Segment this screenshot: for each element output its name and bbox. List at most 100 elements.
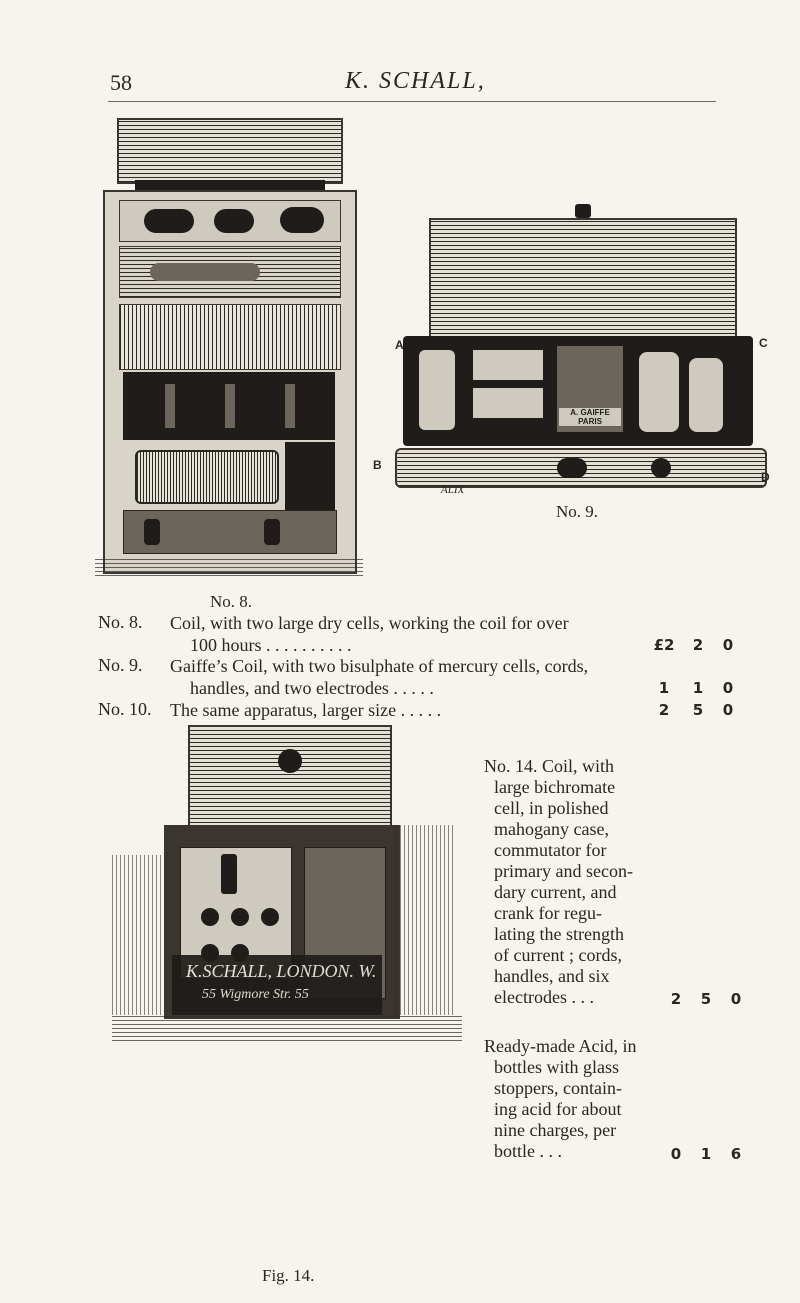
plate-line: 55 Wigmore Str. 55 <box>202 987 309 1002</box>
item-price: 1 1 0 <box>648 679 740 697</box>
running-title: K. SCHALL, <box>345 68 486 94</box>
case-tray: A. GAIFFE PARIS <box>403 336 753 446</box>
item-number: No. 8. <box>98 612 143 632</box>
switch-icon <box>221 854 237 894</box>
price-shillings: 5 <box>700 990 712 1008</box>
maker-label: A. GAIFFE PARIS <box>559 408 621 426</box>
figure-14: K.SCHALL, LONDON. W. 55 Wigmore Str. 55 <box>112 725 462 1045</box>
cell-cylinder <box>419 350 455 430</box>
desc-line: lating the strength <box>494 924 624 944</box>
coil-wire-icon <box>280 207 324 233</box>
figure-no9-caption: No. 9. <box>556 502 599 521</box>
desc-line: ing acid for about <box>494 1099 622 1119</box>
header-rule <box>108 101 716 102</box>
shadow-side <box>112 855 164 1015</box>
binding-post-icon <box>144 519 160 545</box>
lock-icon <box>557 458 587 478</box>
item14-description: No. 14. Coil, with large bichromate cell… <box>484 756 664 1008</box>
acid-description: Ready-made Acid, in bottles with glass s… <box>484 1036 664 1162</box>
figure-no8-caption: No. 8. <box>210 592 253 611</box>
desc-line: Ready-made Acid, in <box>484 1036 637 1056</box>
item-description-line: Gaiffe’s Coil, with two bisulphate of me… <box>170 656 589 676</box>
price-pounds: 2 <box>670 990 682 1008</box>
shadow-side <box>396 825 456 1015</box>
desc-line: handles, and six <box>494 966 610 986</box>
item-description-line: handles, and two electrodes . . . . . <box>190 678 434 698</box>
desc-line: bottle . . . <box>494 1141 562 1161</box>
desc-line: of current ; cords, <box>494 945 622 965</box>
page-number: 58 <box>110 70 132 95</box>
terminal-posts <box>285 442 335 512</box>
price-pence: 0 <box>722 701 734 719</box>
desc-line: commutator for <box>494 840 607 860</box>
corner-label-b: B <box>373 458 382 472</box>
induction-coil <box>135 450 279 504</box>
spring-icon <box>165 384 175 428</box>
handle-icon <box>150 263 260 281</box>
cell-cylinder-right <box>689 358 723 432</box>
item-description-line: The same apparatus, larger size . . . . … <box>170 700 442 720</box>
price-pounds: 2 <box>658 701 670 719</box>
maker-plate: K.SCHALL, LONDON. W. 55 Wigmore Str. 55 <box>172 955 382 1015</box>
case-clasp-icon <box>575 204 591 218</box>
desc-line: stoppers, contain- <box>494 1078 622 1098</box>
item-description-line: Coil, with two large dry cells, working … <box>170 613 569 633</box>
handle-compartment <box>119 246 341 298</box>
corner-label-c: C <box>759 336 768 350</box>
figure-no9: A. GAIFFE PARIS A B C D ALIX <box>373 200 775 520</box>
desc-line: large bichromate <box>494 777 616 797</box>
desc-line: primary and secon- <box>494 861 633 881</box>
desc-line: nine charges, per <box>494 1120 617 1140</box>
item-description-line: 100 hours . . . . . . . . . . <box>190 635 352 655</box>
price-shillings: 1 <box>692 679 704 697</box>
binding-post-icon <box>261 908 279 926</box>
cell-chamber <box>123 372 335 440</box>
corner-label-a: A <box>395 338 404 352</box>
spring-icon <box>285 384 295 428</box>
plate-line: K.SCHALL, LONDON. W. <box>186 961 377 981</box>
acid-price: 0 1 6 <box>664 1145 748 1163</box>
binding-post-icon <box>201 908 219 926</box>
desc-line: bottles with glass <box>494 1057 619 1077</box>
hinge-strip <box>135 180 325 190</box>
figure-14-caption: Fig. 14. <box>262 1266 315 1285</box>
desc-line: mahogany case, <box>494 819 609 839</box>
lid-panel <box>188 725 392 829</box>
case-lid <box>429 218 737 340</box>
front-panel <box>119 304 341 370</box>
small-drawer <box>473 350 543 380</box>
item14-price: 2 5 0 <box>664 990 748 1008</box>
price-pounds: 1 <box>658 679 670 697</box>
cords-compartment: A. GAIFFE PARIS <box>557 346 623 432</box>
price-shillings: 1 <box>700 1145 712 1163</box>
case-front <box>395 448 767 488</box>
desc-line: cell, in polished <box>494 798 609 818</box>
small-drawer <box>473 388 543 418</box>
box-body <box>103 190 357 574</box>
price-pounds: 0 <box>670 1145 682 1163</box>
shadow-base <box>95 558 363 576</box>
price-pounds: £2 <box>653 636 675 654</box>
spring-icon <box>225 384 235 428</box>
item-number: No. 9. <box>98 655 143 675</box>
price-pence: 6 <box>730 1145 742 1163</box>
desc-line: crank for regu- <box>494 903 602 923</box>
lock-icon <box>651 458 671 478</box>
item-price: 2 5 0 <box>648 701 740 719</box>
coil-cylinder <box>639 352 679 432</box>
top-compartment <box>119 200 341 242</box>
coil-wire-icon <box>144 209 194 233</box>
desc-line: No. 14. Coil, with <box>484 756 615 776</box>
base-board <box>123 510 337 554</box>
figure-no8 <box>95 118 363 576</box>
knob-icon <box>278 749 302 773</box>
desc-line: electrodes . . . <box>494 987 594 1007</box>
binding-post-icon <box>264 519 280 545</box>
price-shillings: 5 <box>692 701 704 719</box>
price-shillings: 2 <box>692 636 704 654</box>
desc-line: dary current, and <box>494 882 617 902</box>
lid-panel <box>117 118 343 184</box>
maker-mark: ALIX <box>441 484 465 496</box>
binding-post-icon <box>231 908 249 926</box>
price-pence: 0 <box>730 990 742 1008</box>
